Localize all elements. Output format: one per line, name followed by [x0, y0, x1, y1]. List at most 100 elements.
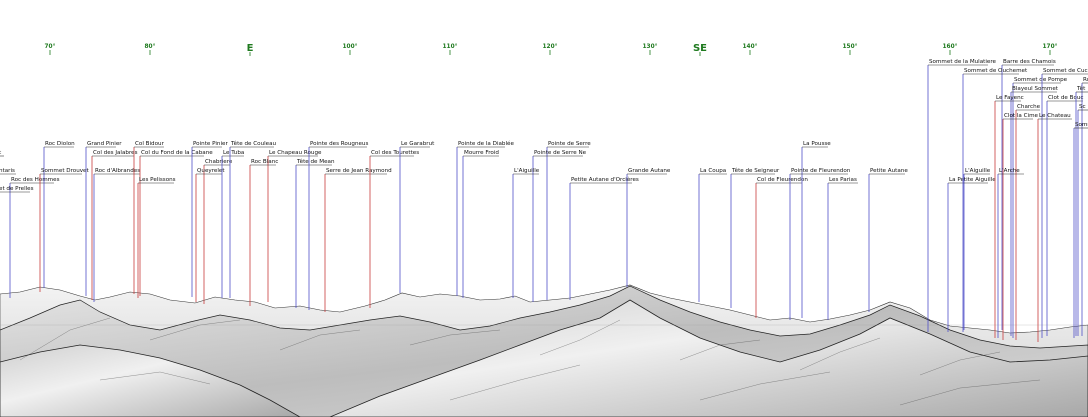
peak-marker: Grand Pinier — [85, 141, 122, 296]
degree-tick: 160° — [943, 44, 958, 55]
peak-marker: Têt — [1075, 85, 1088, 336]
peak-marker: Clot la Cime — [1002, 113, 1039, 340]
peak-name: Les Parias — [829, 177, 857, 183]
degree-tick: 140° — [743, 44, 758, 55]
peak-name: Pointe des Rougneus — [310, 141, 368, 147]
peak-name: Têt — [1076, 85, 1086, 92]
peak-name: Mourre Froid — [464, 150, 499, 156]
peak-marker: Roc d'Albrandes — [93, 168, 140, 302]
peak-marker: Tête de Mean — [295, 158, 335, 308]
peak-name: Barre des Chamois — [1003, 59, 1056, 65]
peak-marker: Col des Jalabres — [91, 150, 138, 300]
cardinal-tick: E — [247, 43, 254, 56]
peak-marker: Serre de Jean Raymond — [324, 168, 392, 312]
peak-name: Tête de Couleau — [230, 140, 277, 147]
peak-marker: L'Arche — [997, 168, 1024, 338]
peak-marker: Mourre Froid — [462, 150, 499, 298]
degree-tick-label: 80° — [145, 44, 156, 50]
peak-name: Petite Autane d'Orcières — [571, 176, 639, 183]
cardinal-label: SE — [693, 43, 707, 54]
peak-marker: t — [0, 150, 4, 157]
peak-marker: La Pousse — [801, 141, 831, 318]
degree-tick: 110° — [443, 44, 458, 55]
degree-tick-label: 70° — [45, 44, 56, 50]
peak-name: Ro — [1083, 77, 1088, 83]
peak-marker: Pointe de Serre Ne — [532, 150, 587, 302]
degree-tick-label: 140° — [743, 44, 758, 50]
peak-marker: Barre des Chamois — [1001, 59, 1056, 330]
peak-name: Blayeul Sommet — [1012, 86, 1059, 92]
degree-tick-label: 110° — [443, 44, 458, 50]
peak-marker: Sommet Drouvet — [39, 168, 89, 292]
degree-tick-label: 130° — [643, 44, 658, 50]
peak-name: La Coupa — [700, 168, 726, 174]
peak-name: Clot la Cime — [1004, 113, 1039, 119]
peak-marker: Ro — [1081, 77, 1088, 336]
peak-name: Col des Jalabres — [93, 150, 138, 156]
peak-name: Pointe de la Diablée — [458, 140, 514, 147]
peak-name: Sommet de Ouchemet — [964, 68, 1028, 74]
peak-name: Tête de Seigneur — [731, 167, 780, 174]
peak-marker: Somm — [1073, 122, 1088, 338]
peak-marker: Petite Autane — [868, 168, 908, 312]
peak-name: ntaris — [0, 168, 15, 174]
peak-name: Roc Diolon — [45, 141, 75, 147]
degree-tick: 120° — [543, 44, 558, 55]
peak-name: Le Tuba — [223, 150, 244, 156]
peak-name: Roc Blanc — [251, 159, 278, 165]
peak-marker: Col du Fond de la Cabane — [139, 150, 213, 296]
peak-name: Le Garabrut — [401, 141, 435, 147]
peak-marker: Sommet de la Mulatiere — [927, 59, 997, 332]
peak-marker: Tête de Couleau — [229, 140, 277, 298]
degree-tick-label: 150° — [843, 44, 858, 50]
peak-marker: L'Aiguille — [963, 168, 991, 330]
peak-name: Sommet de Cucuyo — [1043, 68, 1088, 74]
degree-tick: 150° — [843, 44, 858, 55]
peak-marker: Sommet de Cucuyo — [1041, 68, 1088, 338]
peak-name: Sommet de Pompe — [1014, 77, 1068, 83]
peak-name: Clot de Bouc — [1048, 95, 1084, 101]
ridge-hatching — [19, 317, 1041, 406]
peak-name: t — [0, 150, 2, 156]
peak-name: Chabriere — [205, 159, 233, 165]
peak-name: L'Arche — [999, 168, 1020, 174]
peak-marker: Blayeul Sommet — [1010, 86, 1059, 336]
peak-name: Le Fayenc — [996, 95, 1024, 101]
peak-name: Roc d'Albrandes — [95, 168, 140, 174]
peak-marker: Le Chateau — [1037, 113, 1072, 342]
peak-name: Pointe de Serre Ne — [534, 150, 587, 156]
peak-marker: Le Chapeau Rouge — [267, 150, 322, 302]
peak-name: Les Pelissons — [139, 177, 176, 183]
peak-marker: Pointe de la Diablée — [456, 140, 514, 296]
peak-marker: Grande Autane — [626, 168, 671, 287]
peak-marker: Pointe des Rougneus — [308, 141, 368, 310]
peak-name: Pointe Pinier — [193, 141, 228, 147]
peak-marker: Sommet de Pompe — [1012, 77, 1068, 338]
degree-tick: 80° — [145, 44, 156, 55]
mountain-terrain — [0, 284, 1088, 417]
peak-marker: Le Tuba — [221, 150, 244, 298]
peak-marker: Charche — [1015, 104, 1041, 340]
peak-name: Sommet de la Mulatiere — [929, 59, 997, 65]
peak-name: Le Chapeau Rouge — [269, 150, 322, 156]
peak-marker: Chabriere — [203, 159, 233, 304]
peak-marker: Roc Blanc — [249, 159, 278, 306]
peak-marker: Tête de Seigneur — [730, 167, 780, 308]
peak-name: Col du Fond de la Cabane — [141, 150, 213, 156]
peak-name: L'Aiguille — [965, 168, 991, 174]
degree-tick-label: 170° — [1043, 44, 1058, 50]
peak-marker: La Coupa — [698, 168, 727, 302]
peak-name: Pointe de Serre — [548, 141, 591, 147]
degree-tick-label: 100° — [343, 44, 358, 50]
peak-marker: Pointe Pinier — [191, 141, 228, 297]
peak-marker: La Petite Aiguille — [947, 177, 996, 332]
peak-name: Somm — [1075, 122, 1088, 128]
peak-marker: Sommet de Ouchemet — [962, 68, 1028, 332]
degree-tick-label: 120° — [543, 44, 558, 50]
peak-marker: Pointe de Fleurendon — [789, 168, 851, 320]
peak-marker: Petite Autane d'Orcières — [569, 176, 639, 300]
compass-strip: 70° 80° E 100° 110° 120° 130° SE 140° 15… — [45, 43, 1058, 56]
peak-name: Charche — [1017, 104, 1041, 110]
peak-marker: Le Garabrut — [399, 141, 435, 293]
